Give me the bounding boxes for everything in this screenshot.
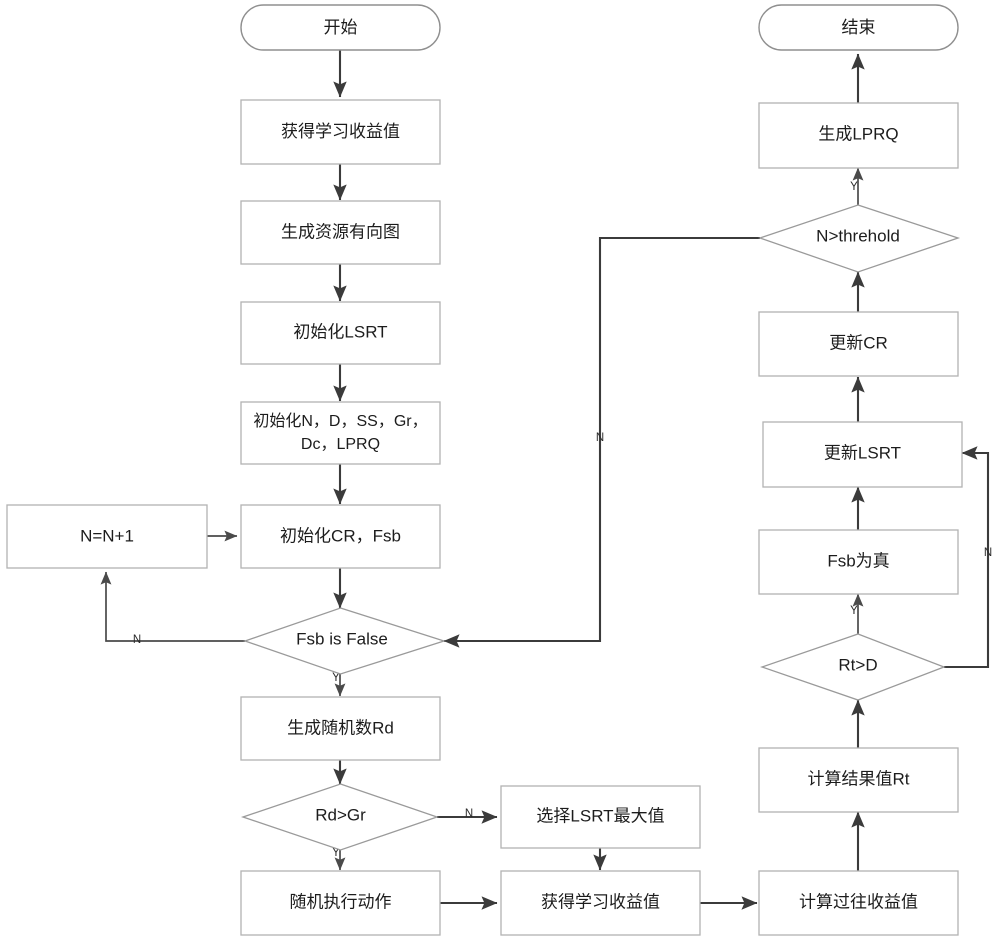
node-get-reward-2-label: 获得学习收益值: [541, 892, 660, 911]
edge-label-rt-d-no: N: [984, 547, 992, 559]
node-gen-graph[interactable]: 生成资源有向图: [240, 200, 441, 265]
node-n-gt-threshold-label: N>threhold: [816, 226, 900, 245]
node-rd-gt-gr[interactable]: Rd>Gr: [240, 783, 440, 851]
node-init-params-line1: 初始化N，D，SS，Gr，: [253, 412, 427, 430]
node-update-cr[interactable]: 更新CR: [758, 311, 959, 377]
node-gen-lprq[interactable]: 生成LPRQ: [758, 102, 959, 169]
node-fsb-true[interactable]: Fsb为真: [758, 529, 959, 595]
node-calc-past-reward[interactable]: 计算过往收益值: [758, 870, 959, 936]
node-init-lsrt[interactable]: 初始化LSRT: [240, 301, 441, 365]
node-rt-gt-d-label: Rt>D: [838, 655, 877, 674]
edge-label-rd-gr-no: N: [465, 808, 473, 820]
node-get-reward-1-label: 获得学习收益值: [281, 122, 400, 141]
node-random-action-label: 随机执行动作: [290, 892, 392, 911]
node-update-cr-label: 更新CR: [829, 333, 888, 352]
node-init-params-line2: Dc，LPRQ: [301, 436, 380, 453]
node-init-cr-fsb-label: 初始化CR，Fsb: [280, 526, 401, 545]
edge-label-n-threshold-yes: Y: [850, 181, 858, 193]
node-select-lsrt-max[interactable]: 选择LSRT最大值: [500, 785, 701, 849]
node-get-reward-2[interactable]: 获得学习收益值: [500, 870, 701, 936]
node-fsb-is-false[interactable]: Fsb is False: [243, 607, 447, 675]
node-update-lsrt[interactable]: 更新LSRT: [762, 421, 963, 488]
node-rd-gt-gr-label: Rd>Gr: [315, 805, 366, 824]
node-random-action[interactable]: 随机执行动作: [240, 870, 441, 936]
connector-n-threshold-no-to-fsb-decision: [443, 236, 760, 648]
node-n-increment-label: N=N+1: [80, 526, 134, 545]
node-start-label: 开始: [324, 18, 358, 37]
node-fsb-is-false-label: Fsb is False: [296, 629, 388, 648]
edge-label-rd-gr-yes: Y: [332, 847, 340, 859]
node-init-cr-fsb[interactable]: 初始化CR，Fsb: [240, 504, 441, 569]
node-gen-random[interactable]: 生成随机数Rd: [240, 696, 441, 761]
connector-rt-d-no-to-update-lsrt: [944, 446, 990, 669]
node-calc-result-rt[interactable]: 计算结果值Rt: [758, 747, 959, 813]
node-gen-lprq-label: 生成LPRQ: [818, 124, 898, 143]
node-fsb-true-label: Fsb为真: [827, 551, 889, 570]
node-get-reward-1[interactable]: 获得学习收益值: [240, 99, 441, 165]
node-select-lsrt-max-label: 选择LSRT最大值: [536, 806, 664, 825]
node-init-lsrt-label: 初始化LSRT: [293, 322, 387, 341]
node-update-lsrt-label: 更新LSRT: [824, 443, 901, 462]
node-end-label: 结束: [842, 18, 876, 37]
edge-label-rt-d-yes: Y: [850, 605, 858, 617]
node-end[interactable]: 结束: [758, 4, 959, 51]
node-calc-result-rt-label: 计算结果值Rt: [808, 769, 910, 788]
edge-label-fsb-false-no: N: [133, 634, 141, 646]
node-n-gt-threshold[interactable]: N>threhold: [757, 204, 961, 273]
edge-label-n-threshold-no: N: [596, 432, 604, 444]
node-init-params[interactable]: 初始化N，D，SS，Gr， Dc，LPRQ: [240, 401, 441, 465]
node-start[interactable]: 开始: [240, 4, 441, 51]
node-rt-gt-d[interactable]: Rt>D: [760, 633, 946, 701]
node-calc-past-reward-label: 计算过往收益值: [799, 892, 918, 911]
node-gen-random-label: 生成随机数Rd: [287, 718, 394, 737]
node-gen-graph-label: 生成资源有向图: [281, 222, 400, 241]
connector-fsb-false-no-to-n-increment: [100, 571, 245, 642]
edge-label-fsb-false-yes: Y: [332, 672, 340, 684]
node-n-increment[interactable]: N=N+1: [6, 504, 208, 569]
